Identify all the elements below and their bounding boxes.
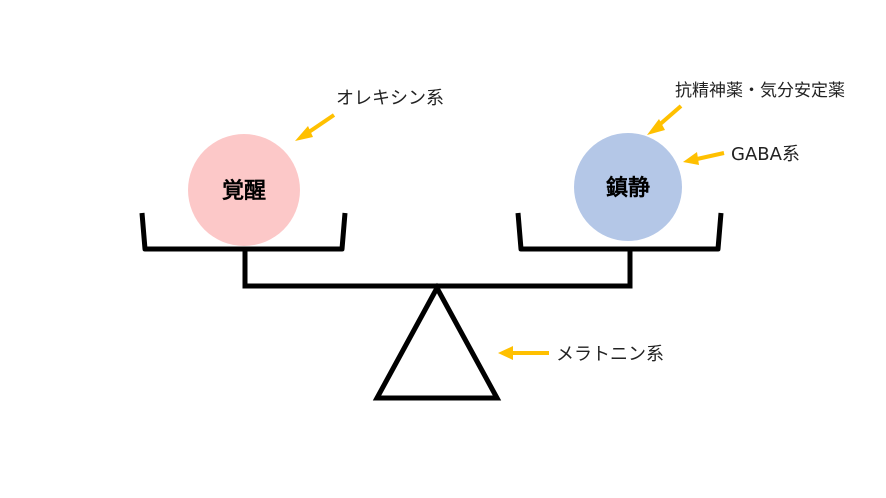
- antipsychotic-arrow: [647, 104, 683, 135]
- right-pan: [515, 212, 724, 252]
- sedation-label: 鎮静: [606, 175, 650, 201]
- antipsychotic-callout: 抗精神薬・気分安定薬: [675, 81, 845, 101]
- balance-beam: [242, 249, 633, 289]
- orexin-callout: オレキシン系: [336, 88, 444, 109]
- melatonin-arrow: [498, 346, 549, 360]
- arousal-ball: [188, 134, 300, 246]
- gaba-arrow: [683, 151, 725, 165]
- orexin-arrow: [295, 113, 336, 141]
- sedation-ball: [574, 133, 682, 241]
- arousal-label: 覚醒: [222, 178, 266, 204]
- melatonin-callout: メラトニン系: [556, 344, 664, 365]
- gaba-callout: GABA系: [731, 144, 800, 165]
- fulcrum-triangle: [372, 282, 502, 401]
